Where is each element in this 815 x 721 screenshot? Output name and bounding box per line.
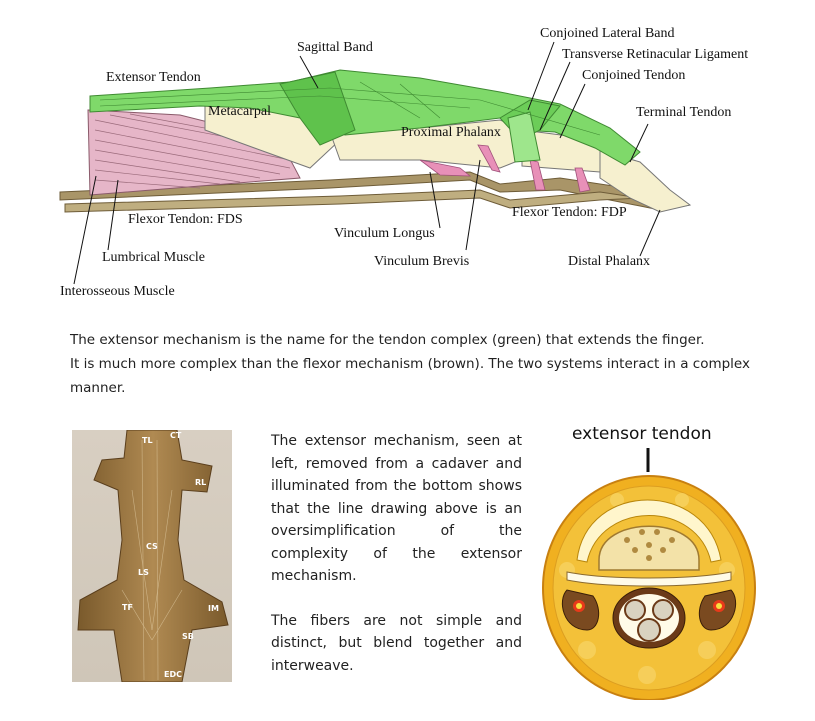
label-vinculum-brevis: Vinculum Brevis	[374, 254, 470, 269]
side-paragraph-2: The fibers are not simple and distinct, …	[271, 612, 522, 674]
extensor-tendon-label: extensor tendon	[572, 424, 712, 444]
sagittal-band-shape	[279, 71, 356, 146]
side-paragraph-1: The extensor mechanism, seen at left, re…	[271, 433, 522, 584]
lumbrical-muscle-shape	[87, 109, 301, 196]
label-conjoined-lateral-band: Conjoined Lateral Band	[540, 26, 675, 41]
leader-lines	[73, 41, 661, 285]
intro-line-2: It is much more complex than the flexor …	[70, 356, 750, 396]
photo-label-ct: CT	[170, 431, 182, 440]
vinculum-brevis-shape	[477, 144, 501, 173]
vinculum-longus-shape	[419, 159, 472, 177]
label-lumbrical-muscle: Lumbrical Muscle	[102, 250, 206, 265]
label-distal-phalanx: Distal Phalanx	[568, 254, 651, 269]
label-transverse-retinacular-ligament: Transverse Retinacular Ligament	[562, 47, 749, 62]
photo-label-ls: LS	[138, 568, 149, 577]
label-extensor-tendon: Extensor Tendon	[106, 70, 201, 85]
vinculum-distal-shape	[529, 159, 591, 193]
label-flexor-tendon-fdp: Flexor Tendon: FDP	[512, 205, 627, 220]
photo-label-edc: EDC	[164, 670, 182, 679]
label-sagittal-band: Sagittal Band	[297, 40, 373, 55]
label-proximal-phalanx: Proximal Phalanx	[401, 125, 501, 140]
label-conjoined-tendon: Conjoined Tendon	[582, 68, 686, 83]
photo-label-tl: TL	[142, 436, 153, 445]
finger-cross-section	[542, 448, 756, 700]
label-interosseous-muscle: Interosseous Muscle	[60, 284, 175, 299]
tendon-fiber-lines	[99, 81, 601, 136]
photo-label-im: IM	[208, 604, 219, 613]
label-metacarpal: Metacarpal	[208, 104, 271, 119]
intro-text: The extensor mechanism is the name for t…	[70, 328, 750, 400]
label-terminal-tendon: Terminal Tendon	[636, 105, 732, 120]
transverse-retinacular-shape	[507, 111, 541, 163]
label-flexor-tendon-fds: Flexor Tendon: FDS	[128, 212, 243, 227]
distal-phalanx-bone-shape	[599, 149, 692, 213]
cadaver-photo	[72, 430, 232, 682]
photo-label-sb: SB	[182, 632, 194, 641]
intro-line-1: The extensor mechanism is the name for t…	[70, 332, 705, 348]
flexor-tendon-fdp-shape	[64, 189, 641, 213]
side-explanation: The extensor mechanism, seen at left, re…	[271, 430, 522, 677]
photo-label-cs: CS	[146, 542, 158, 551]
finger-anatomy-diagram	[59, 41, 692, 285]
extensor-tendon-shape	[89, 69, 641, 166]
photo-label-tf: TF	[122, 603, 133, 612]
label-vinculum-longus: Vinculum Longus	[334, 226, 435, 241]
photo-label-rl: RL	[195, 478, 207, 487]
